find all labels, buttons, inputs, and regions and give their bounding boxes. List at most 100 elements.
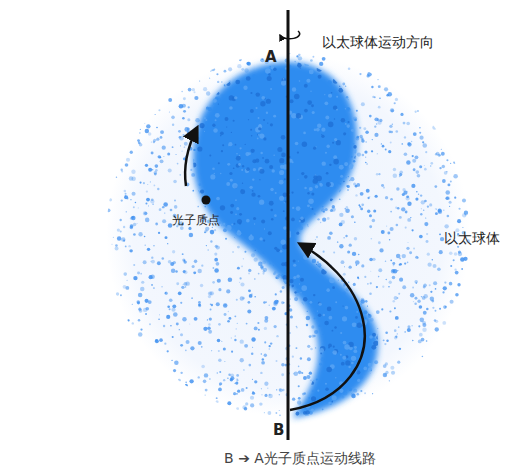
particle	[423, 286, 426, 289]
particle	[316, 236, 318, 238]
particle	[379, 259, 384, 264]
particle	[223, 379, 225, 381]
particle	[230, 179, 233, 182]
particle	[262, 363, 264, 365]
particle	[183, 284, 184, 285]
particle	[130, 224, 134, 228]
particle	[310, 59, 313, 62]
particle	[310, 348, 313, 351]
particle	[444, 281, 446, 283]
particle	[325, 208, 328, 211]
particle	[254, 380, 257, 383]
particle	[439, 308, 441, 310]
particle	[242, 337, 246, 341]
particle	[376, 286, 378, 288]
particle	[402, 254, 406, 258]
particle	[277, 358, 282, 363]
particle	[188, 106, 190, 108]
particle	[412, 325, 413, 326]
particle	[368, 284, 370, 286]
particle	[358, 204, 360, 206]
particle	[341, 257, 342, 258]
particle	[167, 350, 169, 352]
particle	[419, 333, 423, 337]
particle	[200, 277, 201, 278]
particle	[303, 239, 307, 243]
particle	[401, 143, 403, 145]
particle	[280, 290, 282, 292]
particle	[170, 209, 173, 212]
particle	[224, 361, 225, 362]
particle	[407, 218, 411, 222]
particle	[264, 327, 267, 330]
particle	[366, 142, 371, 147]
particle	[235, 382, 238, 385]
particle	[205, 395, 206, 396]
particle	[264, 354, 267, 357]
particle	[389, 310, 391, 312]
particle	[224, 313, 227, 316]
particle	[455, 293, 459, 297]
particle	[172, 250, 175, 253]
particle	[292, 87, 296, 91]
particle	[171, 269, 175, 273]
particle	[221, 350, 224, 353]
particle	[275, 344, 279, 348]
particle	[265, 301, 267, 303]
particle	[183, 110, 186, 113]
particle	[188, 204, 193, 209]
particle	[281, 373, 284, 376]
particle	[355, 254, 357, 256]
particle	[390, 108, 394, 112]
particle	[317, 261, 319, 263]
particle	[347, 189, 349, 191]
particle	[369, 214, 372, 217]
particle	[240, 340, 244, 344]
particle	[121, 169, 123, 171]
particle	[235, 199, 237, 201]
particle	[240, 393, 245, 398]
particle	[213, 274, 218, 279]
particle	[276, 335, 278, 337]
particle	[355, 316, 357, 318]
particle	[320, 67, 322, 69]
particle	[348, 67, 351, 70]
particle	[203, 380, 207, 384]
particle	[168, 223, 173, 228]
particle	[195, 370, 200, 375]
particle	[195, 329, 199, 333]
particle	[453, 259, 455, 261]
particle	[309, 371, 312, 374]
particle	[327, 237, 328, 238]
particle	[361, 81, 366, 86]
particle	[427, 263, 431, 267]
particle	[241, 323, 246, 328]
particle	[386, 279, 388, 281]
particle	[155, 339, 158, 342]
particle	[150, 181, 151, 182]
particle	[241, 265, 243, 267]
particle	[209, 317, 212, 320]
particle	[318, 302, 321, 305]
particle	[153, 139, 156, 142]
particle	[272, 169, 275, 172]
particle	[269, 348, 270, 349]
particle	[143, 211, 147, 215]
particle	[414, 297, 417, 300]
particle	[346, 124, 350, 128]
particle	[263, 366, 265, 368]
particle	[311, 325, 314, 328]
particle	[364, 392, 366, 394]
particle	[159, 338, 163, 342]
particle	[336, 96, 338, 98]
particle	[386, 94, 389, 97]
particle	[215, 318, 218, 321]
particle	[406, 122, 410, 126]
particle	[219, 58, 224, 63]
particle	[257, 320, 261, 324]
particle	[158, 232, 160, 234]
particle	[319, 62, 323, 66]
particle	[281, 135, 286, 140]
particle	[156, 127, 158, 129]
particle	[343, 273, 346, 276]
